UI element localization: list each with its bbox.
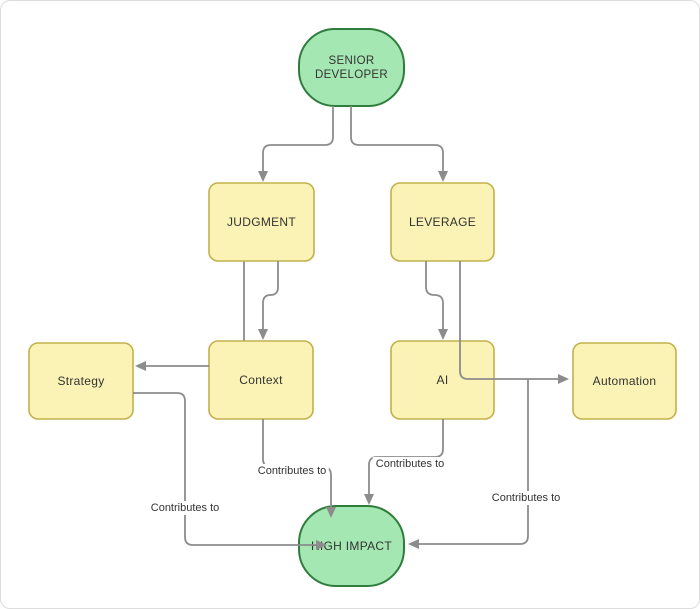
node-automation-shape [572, 342, 677, 420]
node-judgment: JUDGMENT [208, 182, 315, 262]
edge-label-ai-contributes: Contributes to [372, 457, 448, 471]
arrowhead-into-high-impact-top-left [326, 507, 336, 518]
node-leverage-shape [390, 182, 495, 262]
node-judgment-shape [208, 182, 315, 262]
node-ai: AI [390, 340, 495, 420]
node-senior-developer-label-line1: SENIOR [329, 55, 375, 67]
node-automation-label: Automation [593, 374, 657, 388]
arrowhead-into-high-impact-top-right [364, 494, 374, 505]
arrowhead-into-high-impact-right [408, 539, 419, 549]
edge-label-strategy-contributes: Contributes to [147, 501, 223, 515]
edge-label-automation-contributes: Contributes to [488, 491, 564, 505]
node-senior-developer-shape [298, 28, 405, 107]
arrowhead-into-automation [558, 374, 569, 384]
node-senior-developer-label-line2: DEVELOPER [315, 69, 388, 81]
arrowhead-into-context [258, 329, 268, 340]
node-judgment-label: JUDGMENT [227, 215, 296, 229]
connector-leverage-to-automation [459, 261, 559, 380]
connector-leverage-to-ai [425, 261, 444, 330]
node-ai-label: AI [437, 373, 449, 387]
connector-senior-to-judgment [262, 106, 334, 172]
arrowhead-into-ai [438, 329, 448, 340]
node-high-impact: HIGH IMPACT [298, 505, 405, 587]
connector-strategy-to-high-impact [133, 392, 317, 546]
node-high-impact-label: HIGH IMPACT [311, 539, 392, 553]
node-senior-developer: SENIOR DEVELOPER [298, 28, 405, 107]
arrowhead-into-leverage [438, 171, 448, 182]
node-leverage: LEVERAGE [390, 182, 495, 262]
connector-automation-to-high-impact [418, 379, 529, 545]
node-strategy-label: Strategy [57, 374, 104, 388]
arrowhead-into-judgment [258, 171, 268, 182]
node-leverage-label: LEVERAGE [409, 215, 476, 229]
edge-label-context-contributes: Contributes to [254, 464, 330, 478]
node-context-shape [208, 340, 314, 420]
connector-senior-to-leverage [350, 106, 444, 172]
node-strategy-shape [28, 342, 134, 420]
connector-judgment-to-context [262, 261, 279, 330]
node-context-label: Context [239, 373, 283, 387]
node-automation: Automation [572, 342, 677, 420]
node-strategy: Strategy [28, 342, 134, 420]
node-high-impact-shape [298, 505, 405, 587]
arrowhead-into-strategy [135, 361, 146, 371]
node-context: Context [208, 340, 314, 420]
arrowhead-into-high-impact-left [316, 540, 327, 550]
